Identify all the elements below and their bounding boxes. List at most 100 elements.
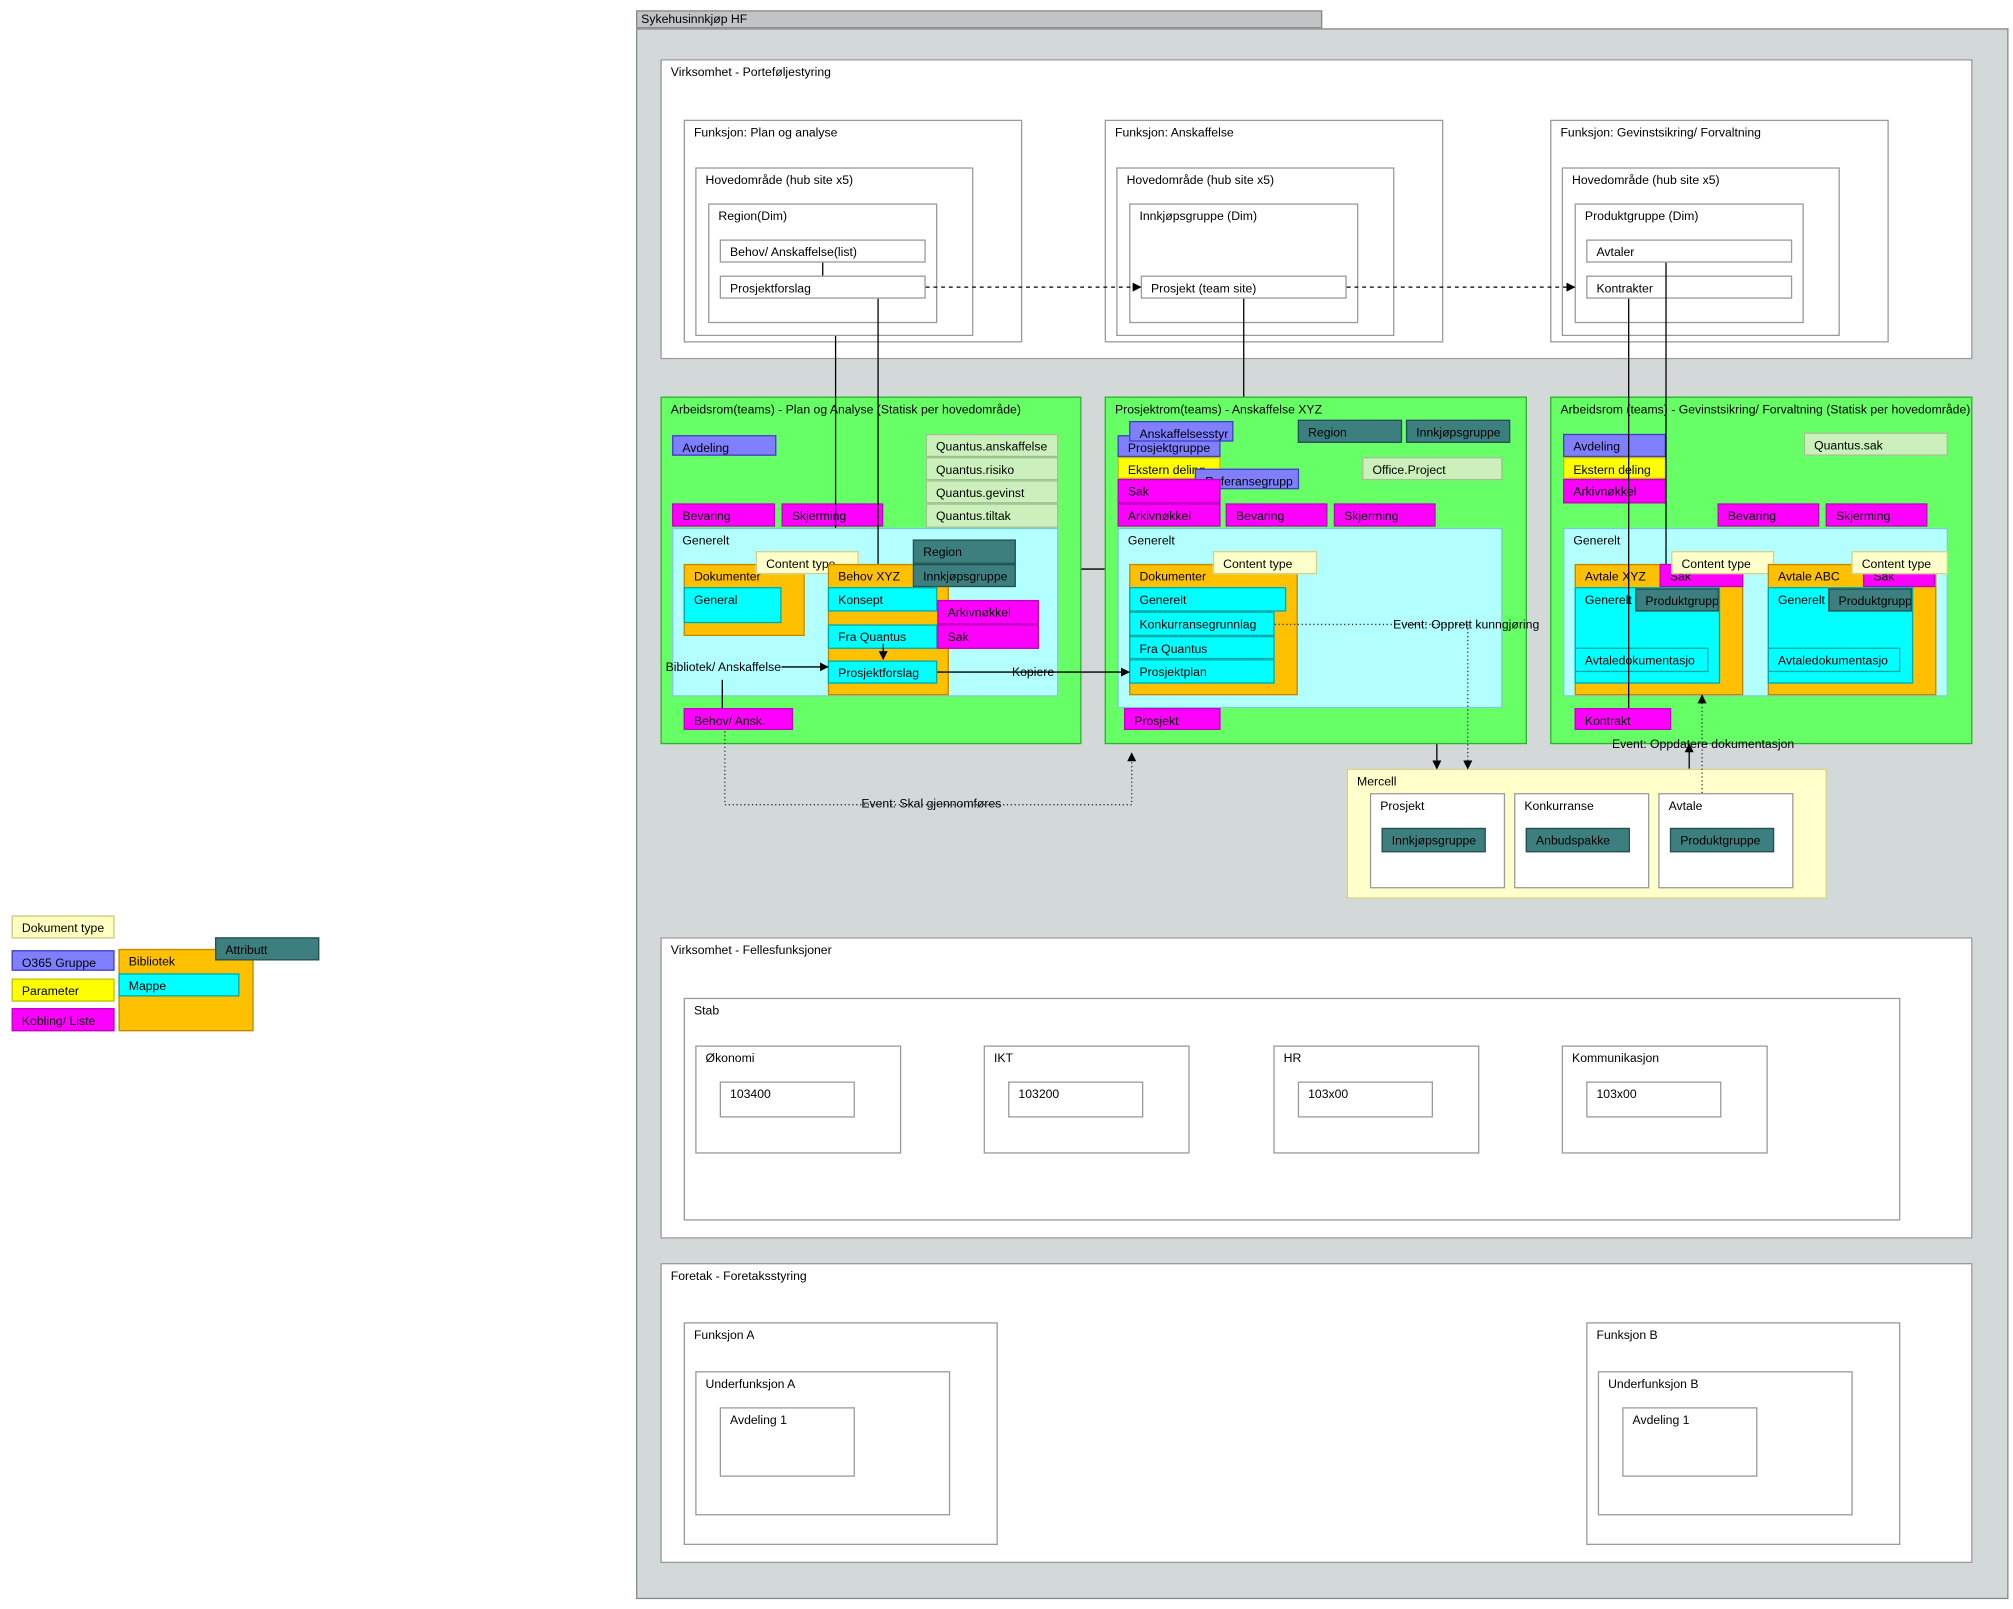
- legend-o365-gruppe: O365 Gruppe: [11, 950, 115, 971]
- avdeling-b[interactable]: Avdeling 1: [1622, 1407, 1758, 1477]
- label-event-dokumentasjon: Event: Oppdatere dokumentasjon: [1611, 737, 1795, 752]
- ws2-folder-0[interactable]: Generelt: [1129, 587, 1287, 612]
- ws3-ekstern-deling[interactable]: Ekstern deling: [1563, 457, 1667, 479]
- mercell-prosjekt-tag[interactable]: Innkjøpsgruppe: [1381, 827, 1486, 853]
- ws1-quantus-3-label: Quantus.tiltak: [936, 509, 1011, 525]
- ws1-quantus-1-label: Quantus.risiko: [936, 463, 1015, 478]
- ws2-skjerming[interactable]: Skjerming: [1333, 503, 1436, 527]
- ws3-lib2-content-type-label: Content type: [1861, 557, 1932, 572]
- ws2-region[interactable]: Region: [1297, 419, 1403, 443]
- ws2-referansegrupp-label: Referansegrupp: [1205, 475, 1293, 490]
- ws1-dokumenter-label: Dokumenter: [693, 570, 761, 585]
- ws1-content-type[interactable]: Content type: [755, 551, 859, 575]
- stab-title: Stab: [693, 1004, 720, 1019]
- ws3-lib2-generelt-label: Generelt: [1778, 593, 1825, 608]
- ws3-kontrakt[interactable]: Kontrakt: [1574, 708, 1672, 731]
- ws2-arkivnokkel[interactable]: Arkivnøkkel: [1117, 503, 1221, 527]
- ws1-sak-label: Sak: [947, 630, 969, 646]
- ws1-sak[interactable]: Sak: [937, 624, 1040, 649]
- legend-mappe: Mappe: [118, 973, 240, 997]
- foretak-title: Foretak - Foretaksstyring: [670, 1269, 807, 1284]
- item-prosjektforslag[interactable]: Prosjektforslag: [719, 275, 926, 299]
- underfunksjon-b-title: Underfunksjon B: [1608, 1377, 1699, 1392]
- ws3-lib1-produktgrupp-label: Produktgrupp: [1645, 594, 1719, 609]
- ws3-lib2-folder[interactable]: Avtaledokumentasjo: [1767, 647, 1901, 673]
- ws2-referansegrupp[interactable]: Referansegrupp: [1194, 468, 1300, 490]
- ws1-avdeling[interactable]: Avdeling: [672, 435, 777, 456]
- ws1-folder-prosjektforslag[interactable]: Prosjektforslag: [827, 660, 938, 684]
- ws3-skjerming[interactable]: Skjerming: [1825, 503, 1928, 527]
- ws1-attr-region[interactable]: Region: [912, 539, 1016, 564]
- mercell-konkurranse-tag-label: Anbudspakke: [1535, 834, 1611, 849]
- portfolio-title: Virksomhet - Porteføljestyring: [670, 65, 831, 80]
- unit-hr-code[interactable]: 103x00: [1297, 1081, 1433, 1118]
- ws3-generelt-title: Generelt: [1573, 534, 1621, 549]
- label-bibliotek: Bibliotek/ Anskaffelse: [665, 660, 782, 675]
- ws2-office-project[interactable]: Office.Project: [1362, 457, 1503, 481]
- ws3-avdeling[interactable]: Avdeling: [1563, 433, 1667, 458]
- unit-hr-code-label: 103x00: [1308, 1087, 1349, 1103]
- ws3-lib1-title: Avtale XYZ: [1584, 570, 1646, 585]
- ws3-lib1-folder[interactable]: Avtaledokumentasjo: [1574, 647, 1709, 673]
- hub-anskaffelse-title: Hovedområde (hub site x5): [1126, 173, 1275, 188]
- list-behov-label: Behov/ Anskaffelse(list): [730, 245, 857, 261]
- root-tab[interactable]: Sykehusinnkjøp HF: [636, 10, 1323, 29]
- item-kontrakter[interactable]: Kontrakter: [1586, 275, 1793, 299]
- avdeling-a[interactable]: Avdeling 1: [719, 1407, 855, 1477]
- ws1-skjerming[interactable]: Skjerming: [781, 503, 884, 527]
- avdeling-b-title: Avdeling 1: [1632, 1413, 1690, 1428]
- mercell-konkurranse-tag[interactable]: Anbudspakke: [1525, 827, 1630, 853]
- label-kopiere: Kopiere: [1011, 665, 1055, 680]
- ws2-anskaffelsesstyr[interactable]: Anskaffelsesstyr: [1129, 421, 1234, 442]
- ws1-quantus-2[interactable]: Quantus.gevinst: [925, 480, 1059, 504]
- item-prosjekt-team-site[interactable]: Prosjekt (team site): [1140, 275, 1347, 299]
- list-behov[interactable]: Behov/ Anskaffelse(list): [719, 239, 926, 263]
- ws3-lib1-produktgrupp[interactable]: Produktgrupp: [1635, 588, 1719, 612]
- ws1-folder-fra-quantus[interactable]: Fra Quantus: [827, 624, 938, 649]
- ws3-lib2-content-type[interactable]: Content type: [1851, 551, 1948, 575]
- unit-kommunikasjon-code[interactable]: 103x00: [1586, 1081, 1722, 1118]
- ws1-konsept-label: Konsept: [838, 593, 884, 608]
- ws1-quantus-3[interactable]: Quantus.tiltak: [925, 503, 1059, 528]
- ws2-innkjopsgruppe[interactable]: Innkjøpsgruppe: [1405, 419, 1511, 443]
- ws2-content-type[interactable]: Content type: [1212, 551, 1318, 575]
- ws2-bevaring[interactable]: Bevaring: [1225, 503, 1328, 527]
- unit-ikt-code[interactable]: 103200: [1008, 1081, 1144, 1118]
- dim-produktgruppe: Produktgruppe (Dim): [1574, 203, 1804, 324]
- ws1-arkivnokkel[interactable]: Arkivnøkkel: [937, 599, 1040, 625]
- legend-dokument-type-label: Dokument type: [21, 921, 105, 937]
- ws3-quantus-sak[interactable]: Quantus.sak: [1803, 432, 1948, 456]
- ws1-quantus-1[interactable]: Quantus.risiko: [925, 457, 1059, 481]
- ws1-attr-innkjopsgruppe[interactable]: Innkjøpsgruppe: [912, 563, 1016, 588]
- mercell-avtale-tag[interactable]: Produktgruppe: [1669, 827, 1775, 853]
- ws2-folder-2[interactable]: Fra Quantus: [1129, 636, 1275, 660]
- ws2-folder-2-label: Fra Quantus: [1139, 642, 1208, 657]
- ws3-ekstern-deling-label: Ekstern deling: [1573, 463, 1651, 478]
- ws3-arkivnokkel[interactable]: Arkivnøkkel: [1563, 478, 1667, 504]
- ws1-quantus-0[interactable]: Quantus.anskaffelse: [925, 433, 1059, 458]
- ws1-skjerming-label: Skjerming: [791, 509, 847, 525]
- legend-bibliotek-label: Bibliotek: [128, 955, 175, 970]
- ws1-bevaring[interactable]: Bevaring: [672, 503, 776, 527]
- ws3-bevaring[interactable]: Bevaring: [1717, 503, 1820, 527]
- mercell-konkurranse-title: Konkurranse: [1524, 799, 1594, 814]
- ws3-lib1-content-type[interactable]: Content type: [1671, 551, 1775, 575]
- ws1-behov-ansk[interactable]: Behov/ Ansk.: [683, 708, 794, 731]
- ws2-prosjekt[interactable]: Prosjekt: [1123, 708, 1221, 731]
- ws1-prosjektforslag-label: Prosjektforslag: [838, 666, 920, 682]
- ws1-avdeling-label: Avdeling: [682, 441, 730, 456]
- unit-okonomi-code-label: 103400: [730, 1087, 771, 1103]
- ws1-folder-konsept[interactable]: Konsept: [827, 587, 938, 612]
- ws1-folder-general[interactable]: General: [683, 587, 782, 624]
- ws1-bevaring-label: Bevaring: [682, 509, 731, 525]
- ws2-folder-3[interactable]: Prosjektplan: [1129, 659, 1275, 684]
- ws2-dokumenter-label: Dokumenter: [1139, 570, 1207, 585]
- ws3-avdeling-label: Avdeling: [1573, 440, 1621, 455]
- ws2-folder-1[interactable]: Konkurransegrunnlag: [1129, 611, 1275, 637]
- dim-region-title: Region(Dim): [718, 209, 788, 225]
- ws3-lib2-produktgrupp[interactable]: Produktgrupp: [1828, 588, 1912, 612]
- ws1-behov-label: Behov XYZ: [838, 570, 901, 585]
- unit-okonomi-code[interactable]: 103400: [719, 1081, 855, 1118]
- item-avtaler[interactable]: Avtaler: [1586, 239, 1793, 263]
- ws2-sak[interactable]: Sak: [1117, 478, 1221, 504]
